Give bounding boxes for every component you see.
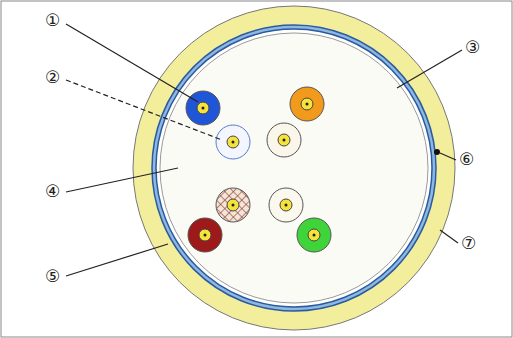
leader-line [440, 153, 456, 160]
callout-number: ① [44, 11, 61, 30]
callout-number: ④ [44, 182, 61, 201]
callout-number: ⑦ [460, 234, 477, 253]
callout-number: ③ [464, 38, 481, 57]
leader-line [66, 80, 222, 140]
leader-line [440, 230, 458, 243]
callout-number: ② [44, 68, 61, 87]
leader-line [66, 168, 178, 192]
leader-line [397, 50, 462, 88]
callout-number: ⑥ [458, 150, 475, 169]
leader-line [66, 244, 168, 276]
leader-line [66, 24, 198, 102]
callout-number: ⑤ [44, 267, 61, 286]
